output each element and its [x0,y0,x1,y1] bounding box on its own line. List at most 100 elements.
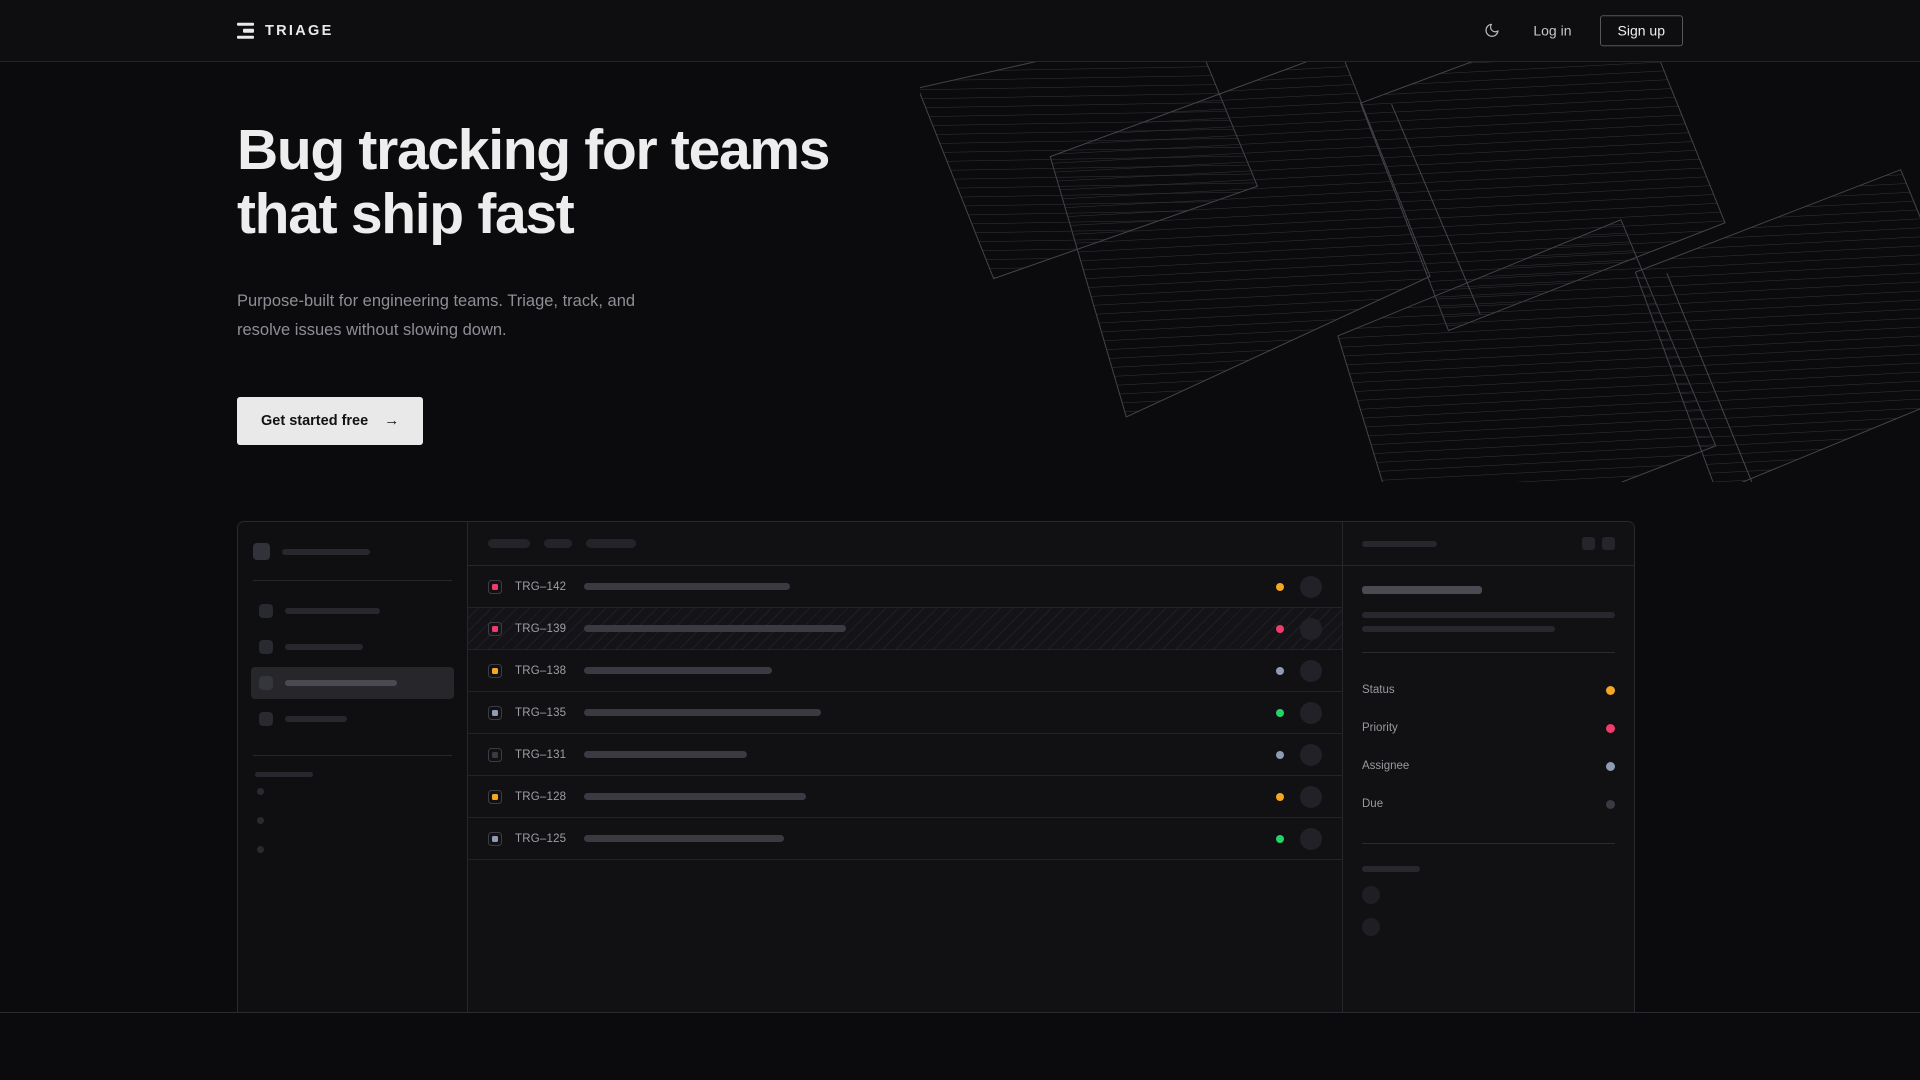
moon-icon[interactable] [1479,17,1505,43]
issue-title-skeleton [584,793,806,800]
detail-description-skeleton [1362,612,1615,632]
table-row[interactable]: TRG–131 [468,734,1342,776]
avatar [1300,617,1322,640]
field-value-indicator [1606,761,1615,771]
priority-icon [488,579,502,594]
detail-field-due[interactable]: Due [1362,785,1615,823]
bullet-icon [257,817,264,824]
priority-icon [488,831,502,846]
row-meta [1276,575,1322,598]
issue-id: TRG–135 [515,706,567,719]
detail-desc-line-skeleton [1362,612,1615,618]
workspace-switcher[interactable] [251,539,454,560]
status-badge [1276,750,1284,759]
table-row[interactable]: TRG–128 [468,776,1342,818]
status-badge [1276,834,1284,843]
issue-title-skeleton [584,625,846,632]
stacked-bars-logo-icon [237,22,254,39]
issue-title-skeleton [584,667,772,674]
toolbar-filter-chip[interactable] [544,539,572,548]
row-meta [1276,785,1322,808]
avatar [1300,701,1322,724]
get-started-button[interactable]: Get started free → [237,396,424,445]
detail-comments [1362,866,1615,936]
avatar [1300,785,1322,808]
field-label: Status [1362,684,1395,696]
issue-title-skeleton [584,751,747,758]
status-badge [1276,582,1284,591]
workspace-name-skeleton [282,548,370,555]
hero-headline: Bug tracking for teams that ship fast [237,118,831,247]
field-value-indicator [1606,685,1615,695]
table-row[interactable]: TRG–135 [468,692,1342,734]
sidebar-nav-item-1[interactable] [251,595,454,627]
issue-id: TRG–128 [515,790,567,803]
sidebar-item-label-skeleton [285,680,397,686]
detail-title-skeleton [1362,586,1482,594]
detail-field-assignee[interactable]: Assignee [1362,747,1615,785]
sidebar-mini-item[interactable] [251,806,454,835]
sidebar-nav-item-2[interactable] [251,631,454,663]
sidebar-nav-item-4[interactable] [251,703,454,735]
detail-header-actions [1582,537,1615,550]
detail-header-title-skeleton [1362,540,1437,547]
status-badge [1276,792,1284,801]
hero-subhead: Purpose-built for engineering teams. Tri… [237,291,636,339]
issue-id: TRG–142 [515,580,567,593]
table-row[interactable]: TRG–139 [468,608,1342,650]
bullet-icon [257,788,264,795]
detail-divider-1 [1362,652,1615,653]
detail-field-priority[interactable]: Priority [1362,709,1615,747]
hero-section: Bug tracking for teams that ship fast Pu… [237,118,831,445]
mockup-sidebar [238,522,468,1012]
priority-icon [488,789,502,804]
issue-id: TRG–138 [515,664,567,677]
avatar [1300,575,1322,598]
detail-header [1343,522,1634,566]
arrow-right-icon: → [384,412,400,430]
decorative-hatch-shapes [920,62,1920,482]
priority-icon [488,663,502,678]
priority-icon [488,747,502,762]
sidebar-nav-item-3[interactable] [251,667,454,699]
field-label: Due [1362,798,1384,810]
row-meta [1276,617,1322,640]
comments-label-skeleton [1362,866,1420,872]
sidebar-mini-item[interactable] [251,777,454,806]
login-link[interactable]: Log in [1533,22,1572,39]
status-badge [1276,666,1284,675]
avatar [1362,886,1380,904]
table-row[interactable]: TRG–142 [468,566,1342,608]
get-started-label: Get started free [261,412,369,429]
toolbar-filter-chip[interactable] [488,539,530,548]
detail-action-icon[interactable] [1602,537,1615,550]
sidebar-divider-top [253,580,452,581]
issue-id: TRG–139 [515,622,567,635]
detail-field-status[interactable]: Status [1362,671,1615,709]
detail-divider-2 [1362,843,1615,844]
toolbar-filter-chip[interactable] [586,539,636,548]
row-meta [1276,701,1322,724]
sidebar-item-icon [259,640,273,654]
sidebar-mini-item[interactable] [251,835,454,864]
signup-button[interactable]: Sign up [1599,14,1683,47]
detail-action-icon[interactable] [1582,537,1595,550]
detail-desc-line-skeleton [1362,626,1555,632]
sidebar-item-icon [259,712,273,726]
status-badge [1276,624,1284,633]
site-header: TRIAGE Log in Sign up [0,0,1920,62]
brand-logo[interactable]: TRIAGE [237,22,334,39]
avatar [1300,659,1322,682]
avatar [1362,918,1380,936]
avatar [1300,743,1322,766]
table-row[interactable]: TRG–138 [468,650,1342,692]
status-badge [1276,708,1284,717]
sidebar-mini-list [251,777,454,864]
brand-name: TRIAGE [265,22,334,39]
issue-title-skeleton [584,583,790,590]
table-row[interactable]: TRG–125 [468,818,1342,860]
